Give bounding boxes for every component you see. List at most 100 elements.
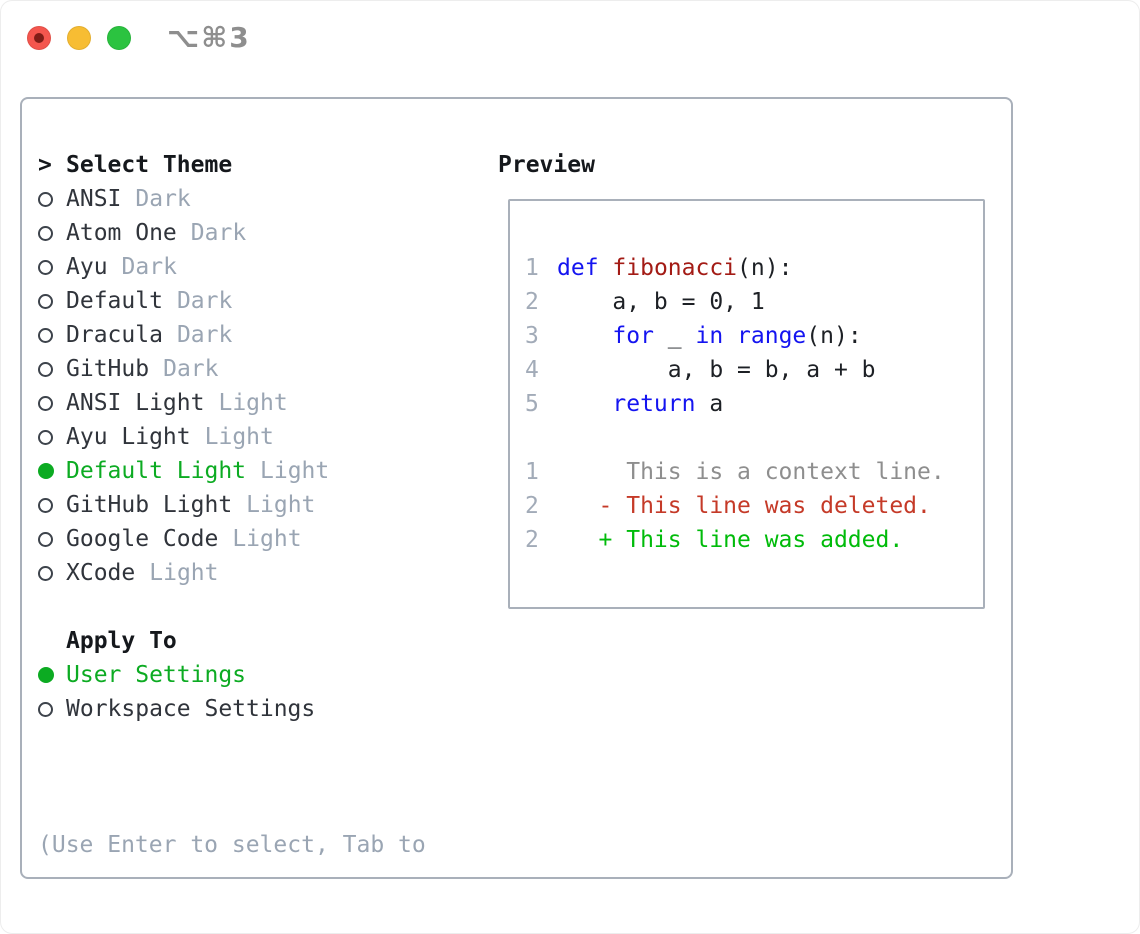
radio-cell: [38, 259, 66, 275]
theme-option-ayu-light[interactable]: Ayu Light Light: [38, 420, 426, 454]
radio-cell: [38, 327, 66, 343]
radio-cell: [38, 531, 66, 547]
theme-name: Ayu Light: [66, 424, 191, 450]
spacer: [38, 590, 426, 624]
radio-icon: [38, 531, 53, 547]
theme-variant-tag: Dark: [190, 220, 247, 246]
apply-option-name: Workspace Settings: [66, 696, 316, 722]
theme-name: XCode: [66, 560, 136, 586]
theme-variant-tag: Light: [232, 526, 302, 552]
radio-cell: [38, 395, 66, 411]
apply-option-user-settings[interactable]: User Settings: [38, 658, 426, 692]
radio-cell: [38, 293, 66, 309]
close-dot-icon: [34, 33, 44, 43]
window-title-shortcut: ⌥⌘3: [167, 21, 251, 54]
theme-name: ANSI Light: [66, 390, 205, 416]
line-number: 1: [525, 255, 539, 281]
radio-cell: [38, 225, 66, 241]
help-line-2: change focus): [38, 930, 426, 934]
radio-icon: [38, 327, 53, 343]
theme-option-github-light[interactable]: GitHub Light Light: [38, 488, 426, 522]
line-number: 3: [525, 323, 539, 349]
radio-cell: [38, 361, 66, 377]
diff-text: + This line was added.: [557, 527, 904, 553]
close-button[interactable]: [27, 26, 51, 50]
line-number: 1: [525, 459, 539, 485]
theme-name: Default: [66, 288, 163, 314]
spacer: [38, 726, 426, 760]
diff-line-added: 2 + This line was added.: [525, 523, 983, 557]
radio-cell: [38, 497, 66, 513]
maximize-button[interactable]: [107, 26, 131, 50]
traffic-lights: [27, 26, 131, 50]
theme-variant-tag: Light: [246, 492, 316, 518]
theme-variant-tag: Light: [260, 458, 330, 484]
radio-icon: [38, 225, 53, 241]
line-number: 4: [525, 357, 539, 383]
radio-selected-icon: [38, 667, 54, 683]
code-text: a, b = b, a + b: [557, 357, 876, 383]
code-text: a, b = 0, 1: [557, 289, 765, 315]
line-number: 2: [525, 289, 539, 315]
diff-text: - This line was deleted.: [557, 493, 931, 519]
theme-option-atom-one[interactable]: Atom One Dark: [38, 216, 426, 250]
radio-icon: [38, 429, 53, 445]
radio-cell: [38, 191, 66, 207]
select-theme-title: Select Theme: [66, 152, 233, 178]
theme-option-google-code[interactable]: Google Code Light: [38, 522, 426, 556]
theme-variant-tag: Dark: [135, 186, 191, 212]
theme-name: GitHub Light: [66, 492, 233, 518]
apply-to-title: Apply To: [66, 628, 177, 654]
radio-icon: [38, 497, 53, 513]
diff-preview: 1 This is a context line.2 - This line w…: [510, 455, 983, 557]
focus-arrow-icon: >: [38, 152, 52, 178]
help-line-1: (Use Enter to select, Tab to: [38, 832, 426, 858]
code-line: 5 return a: [525, 387, 983, 421]
code-line: 3 for _ in range(n):: [525, 319, 983, 353]
help-text: (Use Enter to select, Tab to change focu…: [38, 760, 426, 934]
apply-option-name: User Settings: [66, 662, 247, 688]
radio-icon: [38, 565, 53, 581]
diff-text: This is a context line.: [557, 459, 945, 485]
diff-line-deleted: 2 - This line was deleted.: [525, 489, 983, 523]
theme-variant-tag: Dark: [176, 322, 233, 348]
line-number: 5: [525, 391, 539, 417]
theme-name: ANSI: [66, 186, 122, 212]
preview-title: Preview: [498, 152, 595, 178]
radio-icon: [38, 293, 53, 309]
code-text: return a: [612, 391, 724, 417]
theme-option-ansi[interactable]: ANSI Dark: [38, 182, 426, 216]
radio-cell: [38, 463, 66, 479]
radio-icon: [38, 259, 53, 275]
theme-option-xcode[interactable]: XCode Light: [38, 556, 426, 590]
theme-option-dracula[interactable]: Dracula Dark: [38, 318, 426, 352]
code-line: 4 a, b = b, a + b: [525, 353, 983, 387]
code-line: 2 a, b = 0, 1: [525, 285, 983, 319]
theme-name: Dracula: [66, 322, 163, 348]
apply-option-workspace-settings[interactable]: Workspace Settings: [38, 692, 426, 726]
code-text: for _ in range(n):: [612, 323, 862, 349]
theme-variant-tag: Dark: [163, 356, 219, 382]
diff-line-context: 1 This is a context line.: [525, 455, 983, 489]
minimize-button[interactable]: [67, 26, 91, 50]
theme-variant-tag: Light: [149, 560, 219, 586]
theme-name: Google Code: [66, 526, 219, 552]
radio-cell: [38, 429, 66, 445]
theme-variant-tag: Light: [204, 424, 274, 450]
code-text: def fibonacci(n):: [557, 255, 793, 281]
radio-cell: [38, 667, 66, 683]
theme-name: Atom One: [66, 220, 177, 246]
line-number: 2: [525, 493, 539, 519]
radio-icon: [38, 395, 53, 411]
